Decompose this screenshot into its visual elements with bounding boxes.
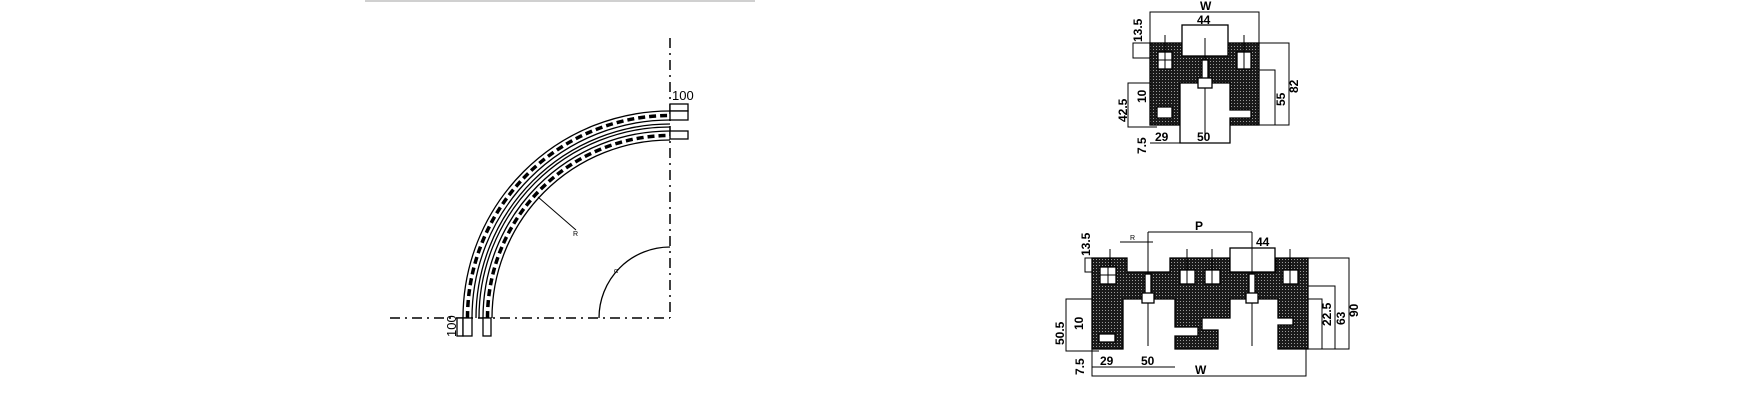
radius-label: R xyxy=(1130,235,1135,242)
left-height-label: 50.5 xyxy=(1053,321,1067,345)
bottom-offset-label: 7.5 xyxy=(1135,137,1149,154)
outer-track xyxy=(462,110,671,319)
right-height-label: 22.5 xyxy=(1320,302,1334,326)
curved-conveyor-bend: 100 100 R α xyxy=(390,38,694,337)
width-label: W xyxy=(1200,0,1212,13)
top-end-width-label: 100 xyxy=(672,88,694,103)
left-width-label: 29 xyxy=(1155,130,1169,144)
inner-height-label: 63 xyxy=(1334,311,1348,325)
slot-bottom-width-label: 50 xyxy=(1197,130,1211,144)
total-height-label: 90 xyxy=(1347,303,1361,317)
angle-label: α xyxy=(614,268,618,275)
single-profile-section: W 44 13.5 82 55 42.5 10 7.5 29 50 xyxy=(1116,0,1301,154)
pitch-label: P xyxy=(1195,219,1203,233)
slot-width-label: 44 xyxy=(1197,13,1211,27)
slot-width-label: 44 xyxy=(1256,235,1270,249)
total-height-label: 82 xyxy=(1287,79,1301,93)
left-height-label: 42.5 xyxy=(1116,98,1130,122)
bottom-offset-label: 7.5 xyxy=(1073,358,1087,375)
bottom-end-width-label: 100 xyxy=(444,315,459,337)
left-width-label: 29 xyxy=(1100,354,1114,368)
width-label: W xyxy=(1195,363,1207,377)
inner-track xyxy=(482,130,671,319)
inner-height-label: 55 xyxy=(1274,92,1288,106)
left-inner-label: 10 xyxy=(1135,89,1149,103)
slot-bottom-width-label: 50 xyxy=(1141,354,1155,368)
center-rail xyxy=(475,123,671,319)
top-offset-label: 13.5 xyxy=(1131,18,1145,42)
top-offset-label: 13.5 xyxy=(1079,232,1093,256)
double-profile-section: P R 44 13.5 90 63 22.5 50.5 10 7.5 29 50… xyxy=(1053,219,1361,377)
angle-arc xyxy=(598,246,671,319)
center-rail-2 xyxy=(478,126,671,319)
radius-leader xyxy=(537,196,577,231)
left-inner-label: 10 xyxy=(1072,316,1086,330)
radius-label: R xyxy=(573,231,578,238)
